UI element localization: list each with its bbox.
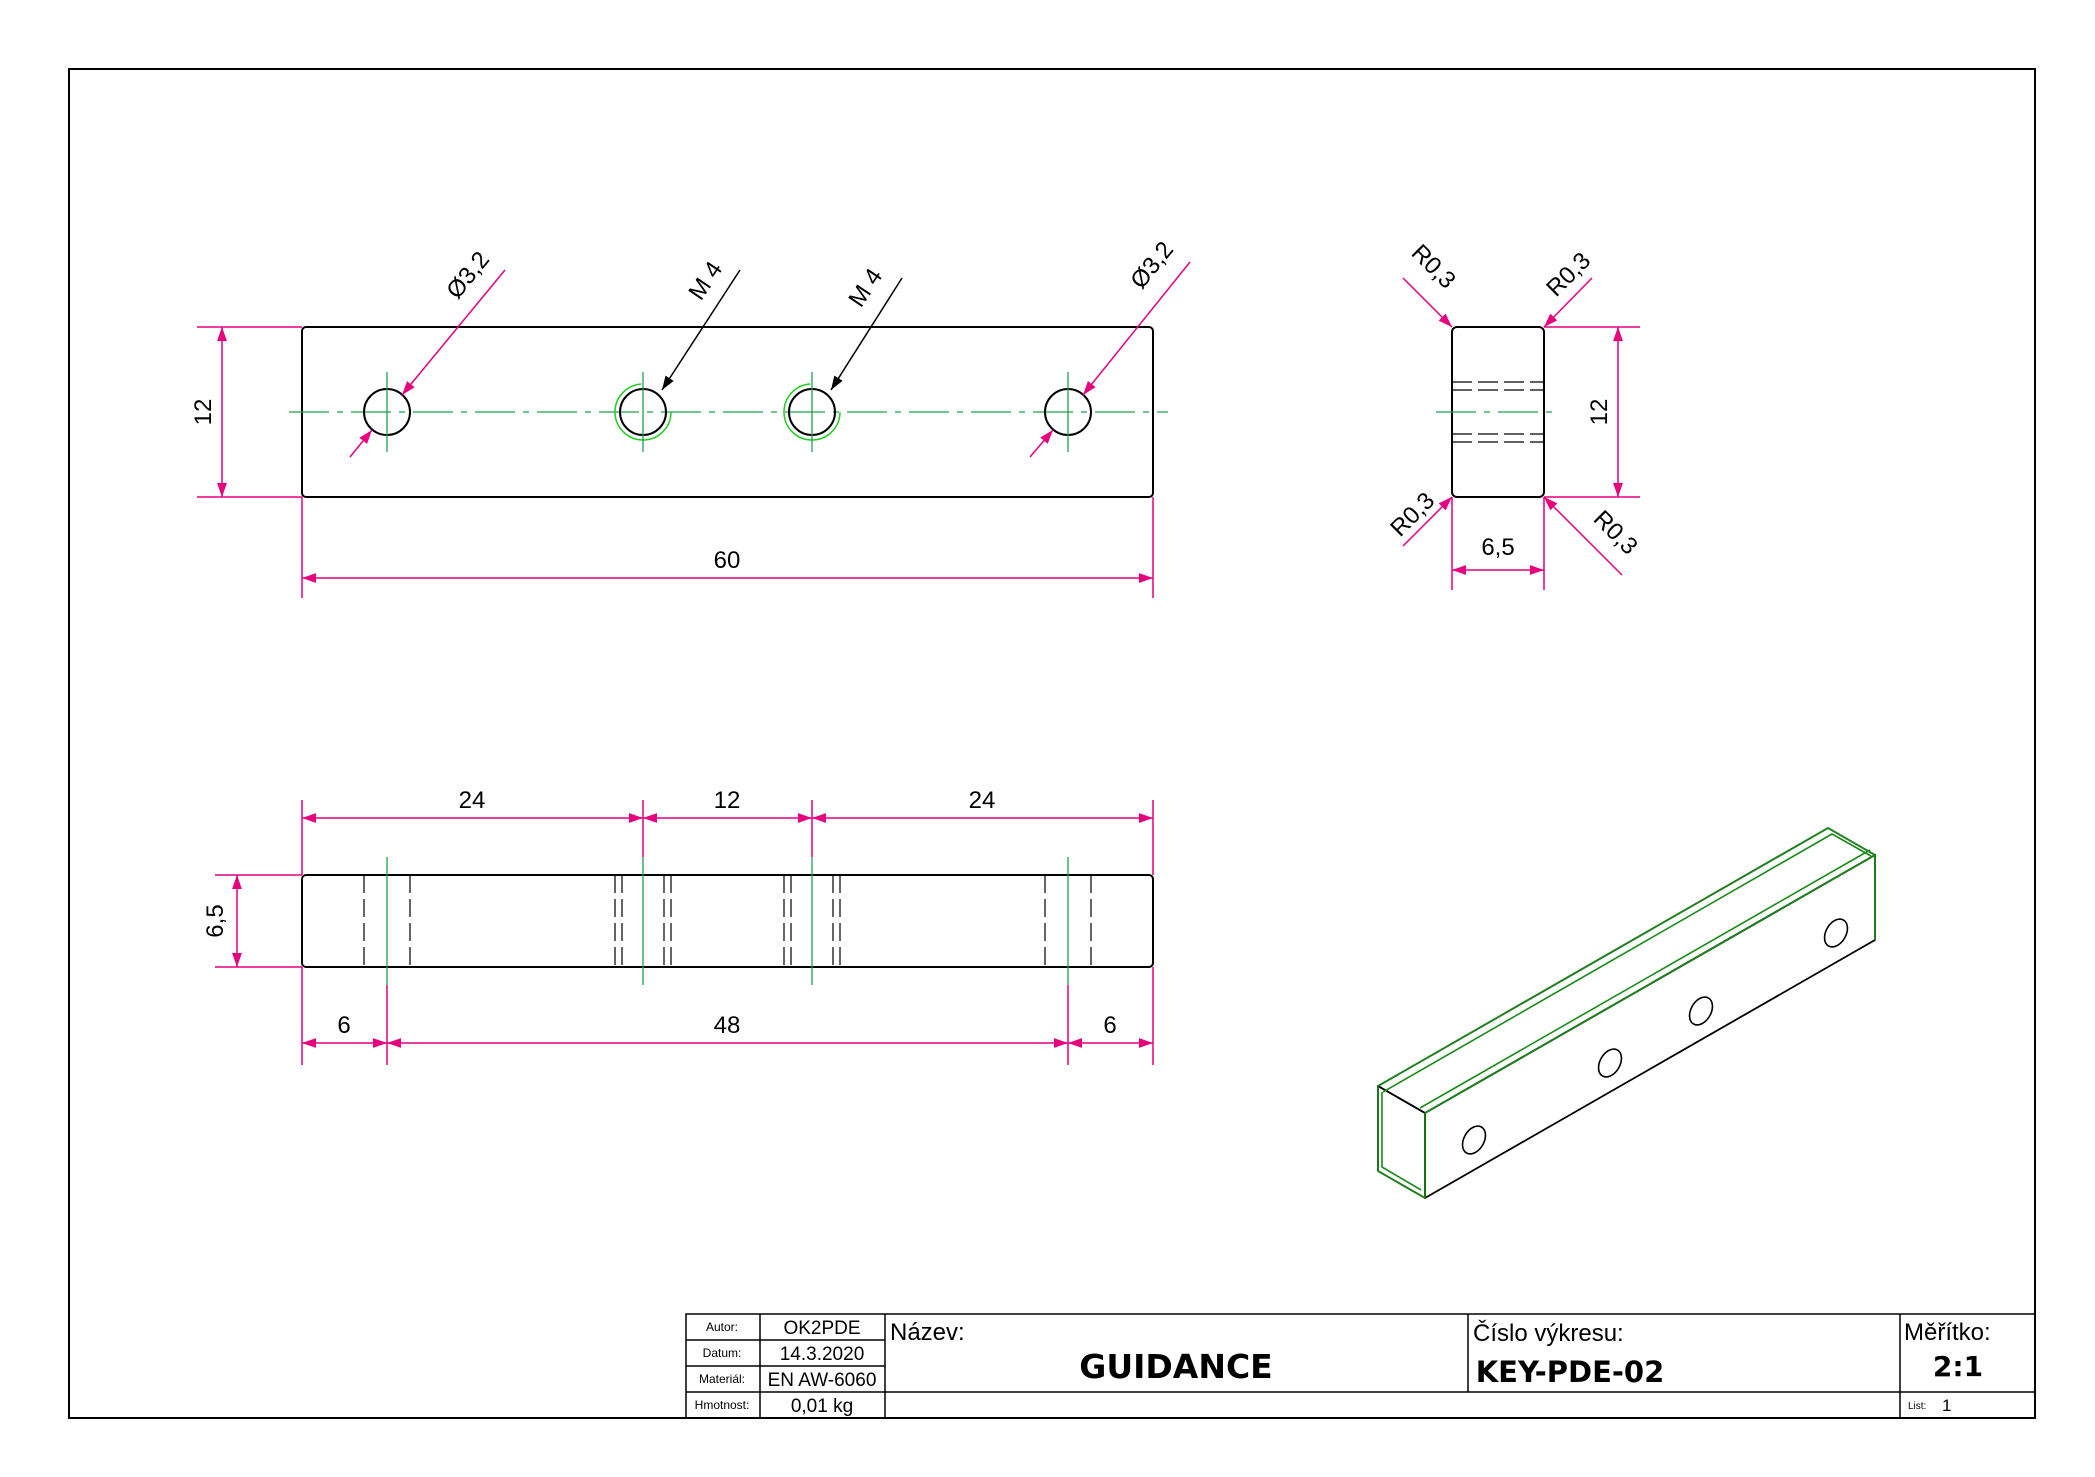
name-value: GUIDANCE [1079,1347,1272,1386]
leader-hole-right [1029,261,1191,458]
isometric-view [1377,827,1876,1199]
iso-hole-1 [1461,1125,1487,1155]
bottom-top-label-0: 24 [459,787,486,814]
dim-width-60 [301,497,1154,598]
front-height-label: 12 [190,399,217,426]
radius-leaders [1402,277,1623,576]
dim-bottom-height [215,874,302,968]
iso-hole-3 [1688,996,1714,1026]
iso-hole-2 [1597,1048,1623,1078]
scale-label: Měřítko: [1904,1319,1991,1346]
material-value: EN AW-6060 [768,1370,877,1391]
bottom-top-label-2: 24 [969,787,996,814]
material-label: Materiál: [699,1372,745,1386]
leader-thread-left [661,269,741,391]
title-block: Autor: OK2PDE Datum: 14.3.2020 Materiál:… [685,1313,2036,1419]
sheet-value: 1 [1942,1396,1951,1415]
name-label: Název: [890,1319,965,1346]
drawing-no-label: Číslo výkresu: [1473,1319,1624,1347]
side-view: 12 6,5 R0,3 R0,3 R0,3 R0,3 [1385,239,1643,590]
radius-bl-label: R0,3 [1385,487,1440,542]
radius-br-label: R0,3 [1588,505,1643,560]
scale-value: 2:1 [1933,1350,1983,1383]
side-width-label: 6,5 [1481,534,1514,561]
dim-bottom-top [301,800,1154,875]
date-label: Datum: [703,1346,742,1360]
leader-hole-left [349,269,506,458]
iso-top-face [1377,827,1876,1114]
sheet-label: List: [1908,1401,1926,1412]
drawing-no-value: KEY-PDE-02 [1476,1355,1665,1389]
sheet-border [68,68,2036,1419]
iso-hole-4 [1823,918,1849,948]
date-value: 14.3.2020 [780,1344,865,1365]
bottom-bottom-label-1: 48 [714,1012,741,1039]
hole-left-label: Ø3,2 [441,247,495,304]
front-view: 60 12 Ø3,2 M 4 M 4 Ø3,2 [190,237,1191,598]
author-value: OK2PDE [783,1318,860,1339]
dim-height-12 [197,326,302,498]
bottom-bottom-label-2: 6 [1103,1012,1116,1039]
dim-side-width [1451,497,1545,590]
bottom-bottom-label-0: 6 [337,1012,350,1039]
mass-value: 0,01 kg [791,1396,853,1417]
thread-right-label: M 4 [843,264,888,312]
radius-tl-label: R0,3 [1406,239,1461,294]
author-label: Autor: [706,1320,738,1334]
bottom-view-outline [301,874,1154,968]
iso-end-face [1377,1085,1426,1199]
leader-thread-right [830,277,903,391]
dim-side-height [1544,326,1640,498]
bottom-top-label-1: 12 [714,787,741,814]
side-height-label: 12 [1586,399,1613,426]
front-width-label: 60 [714,547,741,574]
radius-tr-label: R0,3 [1541,247,1596,302]
bottom-height-label: 6,5 [202,904,229,937]
bottom-view: 24 12 24 6 48 6 6,5 [202,787,1154,1065]
mass-label: Hmotnost: [695,1398,750,1412]
iso-front-face [1424,854,1876,1199]
dim-bottom-bottom [301,967,1154,1065]
